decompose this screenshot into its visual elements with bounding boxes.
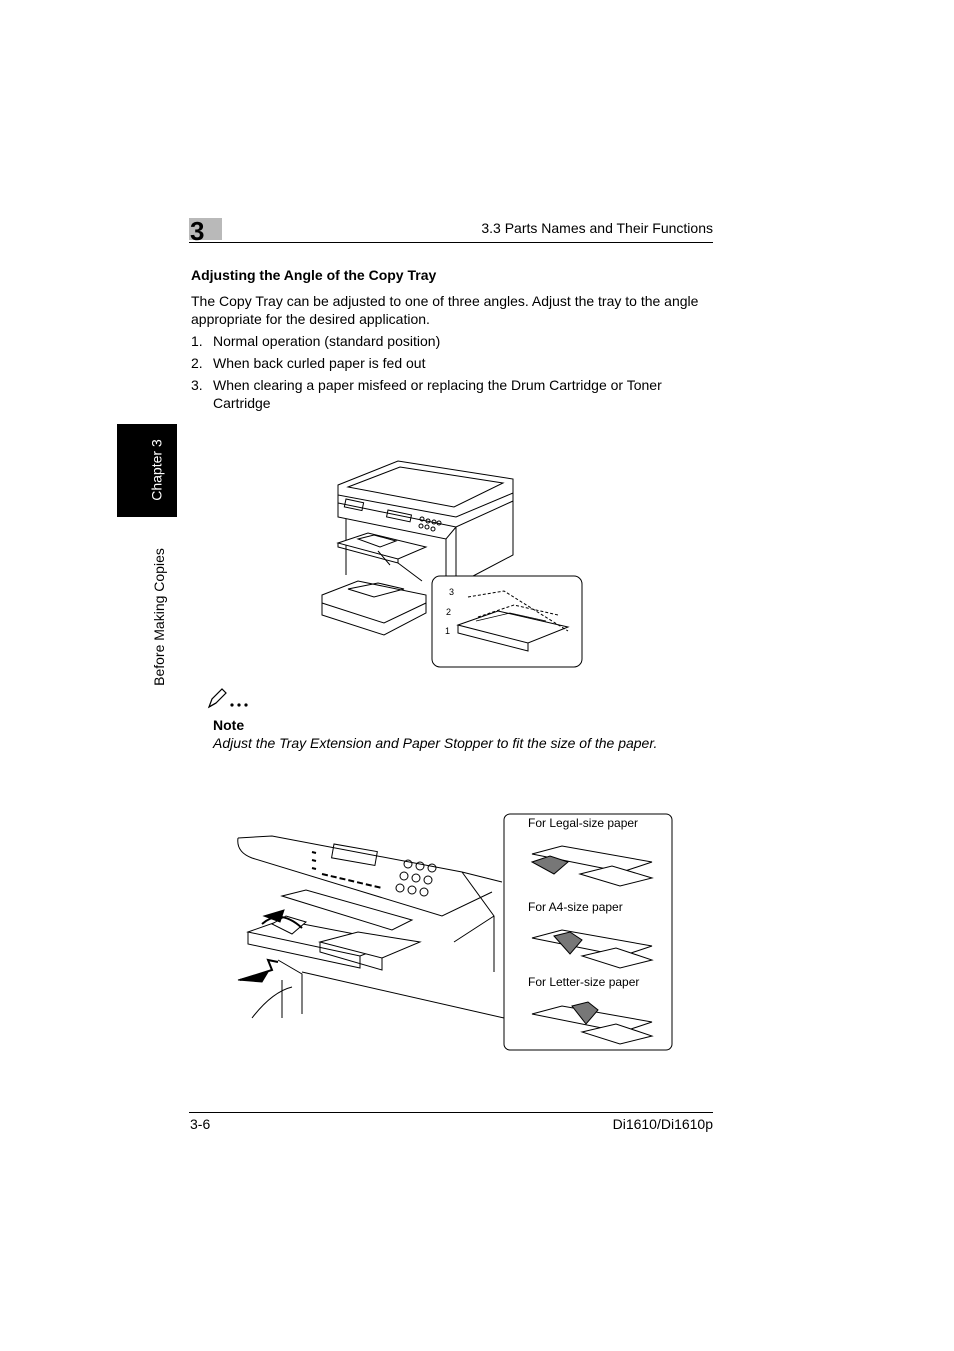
running-header-title: 3.3 Parts Names and Their Functions (481, 220, 713, 236)
list-item-text: Normal operation (standard position) (213, 333, 441, 349)
list-item-text: When back curled paper is fed out (213, 355, 426, 371)
angle-label-2: 2 (446, 607, 451, 617)
callout-letter-label: For Letter-size paper (528, 975, 640, 989)
callout-a4-label: For A4-size paper (528, 900, 623, 914)
list-item: 2. When back curled paper is fed out (191, 354, 716, 372)
footer-divider (189, 1112, 713, 1113)
angle-list: 1. Normal operation (standard position) 2… (191, 332, 716, 416)
chapter-side-tab (117, 424, 177, 517)
model-name: Di1610/Di1610p (612, 1116, 713, 1132)
list-item: 1. Normal operation (standard position) (191, 332, 716, 350)
note-text: Adjust the Tray Extension and Paper Stop… (213, 735, 658, 751)
note-pencil-icon (207, 688, 248, 709)
section-heading: Adjusting the Angle of the Copy Tray (191, 267, 437, 283)
intro-paragraph: The Copy Tray can be adjusted to one of … (191, 293, 699, 327)
list-item-number: 2. (191, 355, 203, 371)
list-item: 3. When clearing a paper misfeed or repla… (191, 376, 716, 412)
callout-legal-label: For Legal-size paper (528, 816, 639, 830)
angle-label-3: 3 (449, 587, 454, 597)
copier-tray-angle-illustration: 3 2 1 (321, 460, 583, 668)
angle-label-1: 1 (445, 626, 450, 636)
chapter-number-box (189, 218, 222, 240)
header-divider (189, 242, 713, 243)
page-number: 3-6 (190, 1116, 211, 1132)
note-label: Note (213, 717, 245, 733)
side-section-label: Before Making Copies (151, 548, 167, 686)
chapter-number: 3 (190, 216, 205, 246)
tray-extension-illustration: For Legal-size paper For A4-size paper F… (232, 812, 677, 1054)
side-tab-chapter-label: Chapter 3 (148, 439, 165, 501)
list-item-number: 1. (191, 333, 203, 349)
list-item-number: 3. (191, 377, 203, 393)
list-item-text: When clearing a paper misfeed or replaci… (213, 377, 662, 411)
